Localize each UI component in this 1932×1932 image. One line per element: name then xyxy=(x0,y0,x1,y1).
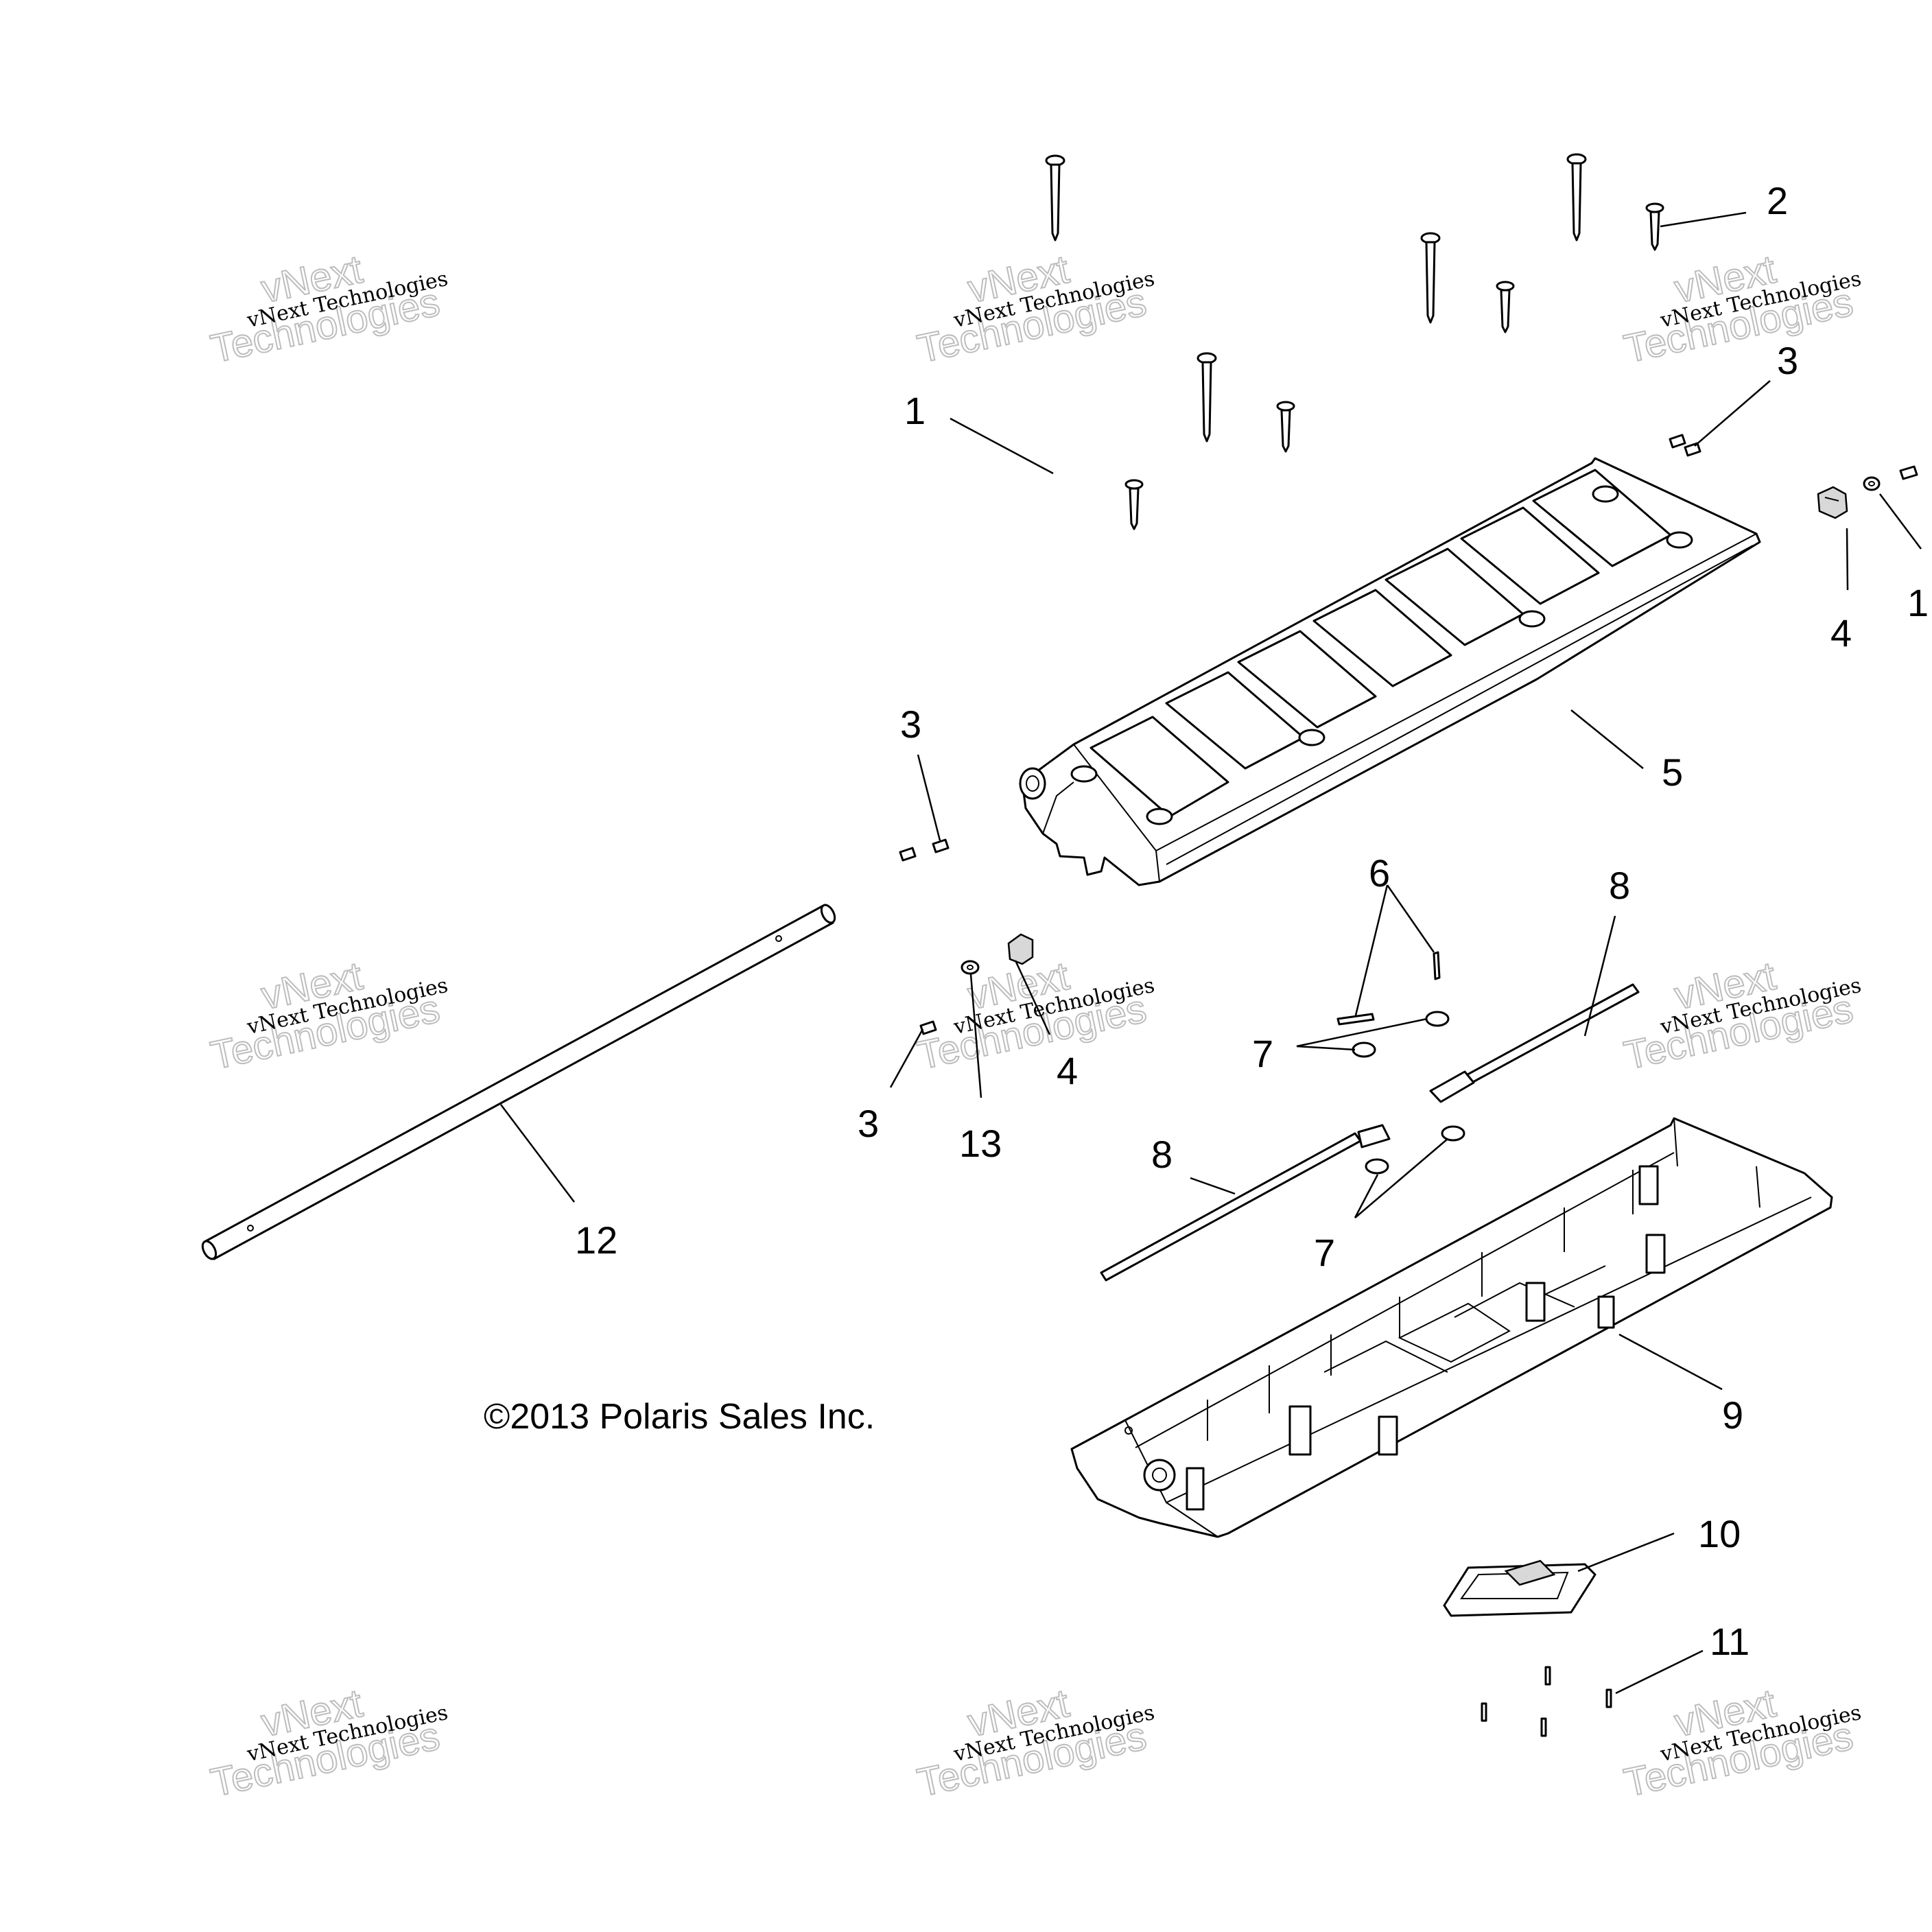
watermark-mid-center: vNext Technologies vNext Technologies xyxy=(913,953,1157,1079)
callout-9: 9 xyxy=(1722,1393,1743,1437)
latch xyxy=(1443,1559,1597,1617)
screw-group-top xyxy=(1045,153,1664,530)
washer-top-right xyxy=(1863,476,1881,491)
callout-4-top-right: 4 xyxy=(1830,611,1852,655)
nut xyxy=(1365,1158,1389,1175)
callout-1: 1 xyxy=(904,389,926,432)
callout-6: 6 xyxy=(1369,851,1390,895)
storage-box xyxy=(1070,1117,1833,1538)
callout-10: 10 xyxy=(1698,1512,1741,1555)
short-screw xyxy=(1124,479,1144,530)
board-hole xyxy=(1518,610,1546,628)
latch-screw xyxy=(1540,1717,1547,1737)
short-screw xyxy=(1496,281,1515,333)
long-screw xyxy=(1566,153,1587,242)
washer-left xyxy=(961,960,980,975)
small-screw-pair-top-right xyxy=(1669,434,1701,457)
callout-12: 12 xyxy=(575,1218,617,1262)
callout-3-lower: 3 xyxy=(858,1102,879,1145)
callout-8-upper: 8 xyxy=(1609,864,1630,907)
callout-3-top-right: 3 xyxy=(1777,339,1798,382)
pin xyxy=(1336,1013,1375,1026)
callout-7-lower: 7 xyxy=(1314,1231,1335,1274)
callout-8-lower: 8 xyxy=(1151,1133,1173,1176)
watermark-bottom-left: vNext Technologies vNext Technologies xyxy=(207,1680,450,1806)
callout-5: 5 xyxy=(1662,751,1683,794)
latch-screw xyxy=(1544,1666,1551,1686)
washer-left-hole xyxy=(967,965,974,970)
short-screw xyxy=(1645,202,1664,251)
watermark-bottom-center: vNext Technologies vNext Technologies xyxy=(913,1680,1157,1806)
callout-11: 11 xyxy=(1710,1620,1750,1663)
leader-lines xyxy=(500,211,1922,1695)
nut xyxy=(1425,1011,1450,1027)
callout-4-left: 4 xyxy=(1057,1049,1078,1092)
clip-left xyxy=(1007,933,1034,965)
latch-screw xyxy=(1481,1702,1487,1722)
tube xyxy=(201,904,836,1260)
running-board-top xyxy=(1019,457,1761,886)
long-screw xyxy=(1045,154,1065,242)
rod-lower xyxy=(1100,1124,1391,1282)
board-hole xyxy=(1070,765,1098,783)
copyright-text: ©2013 Polaris Sales Inc. xyxy=(484,1397,875,1437)
watermark-top-left: vNext Technologies vNext Technologies xyxy=(207,246,450,373)
short-screw xyxy=(1276,401,1295,453)
callout-13-left: 13 xyxy=(959,1122,1002,1165)
nut xyxy=(1441,1125,1465,1142)
watermark-mid-right: vNext Technologies vNext Technologies xyxy=(1620,953,1863,1079)
board-hole xyxy=(1146,808,1173,825)
board-hole xyxy=(1666,531,1693,549)
watermark-top-right: vNext Technologies vNext Technologies xyxy=(1620,246,1863,373)
board-hole xyxy=(1592,485,1619,503)
pin xyxy=(1433,951,1441,980)
long-screw xyxy=(1420,232,1441,324)
callout-2: 2 xyxy=(1767,179,1788,222)
callout-13-top-right: 1 xyxy=(1907,581,1929,624)
clip-top-right xyxy=(1817,486,1848,519)
rod-upper xyxy=(1429,983,1640,1103)
callout-7-upper: 7 xyxy=(1252,1032,1273,1075)
board-hole xyxy=(1298,729,1326,746)
latch-screw xyxy=(1605,1688,1612,1708)
nut xyxy=(1352,1041,1376,1058)
long-screw xyxy=(1197,352,1217,443)
callout-3-left: 3 xyxy=(900,703,921,746)
small-screw-edge xyxy=(1899,465,1918,480)
watermark-mid-left: vNext Technologies vNext Technologies xyxy=(207,953,450,1079)
small-screw-pair-left xyxy=(899,838,950,862)
watermark-top-center: vNext Technologies vNext Technologies xyxy=(913,246,1157,373)
washer-hole xyxy=(1868,481,1875,486)
watermark-bottom-right: vNext Technologies vNext Technologies xyxy=(1620,1680,1863,1806)
